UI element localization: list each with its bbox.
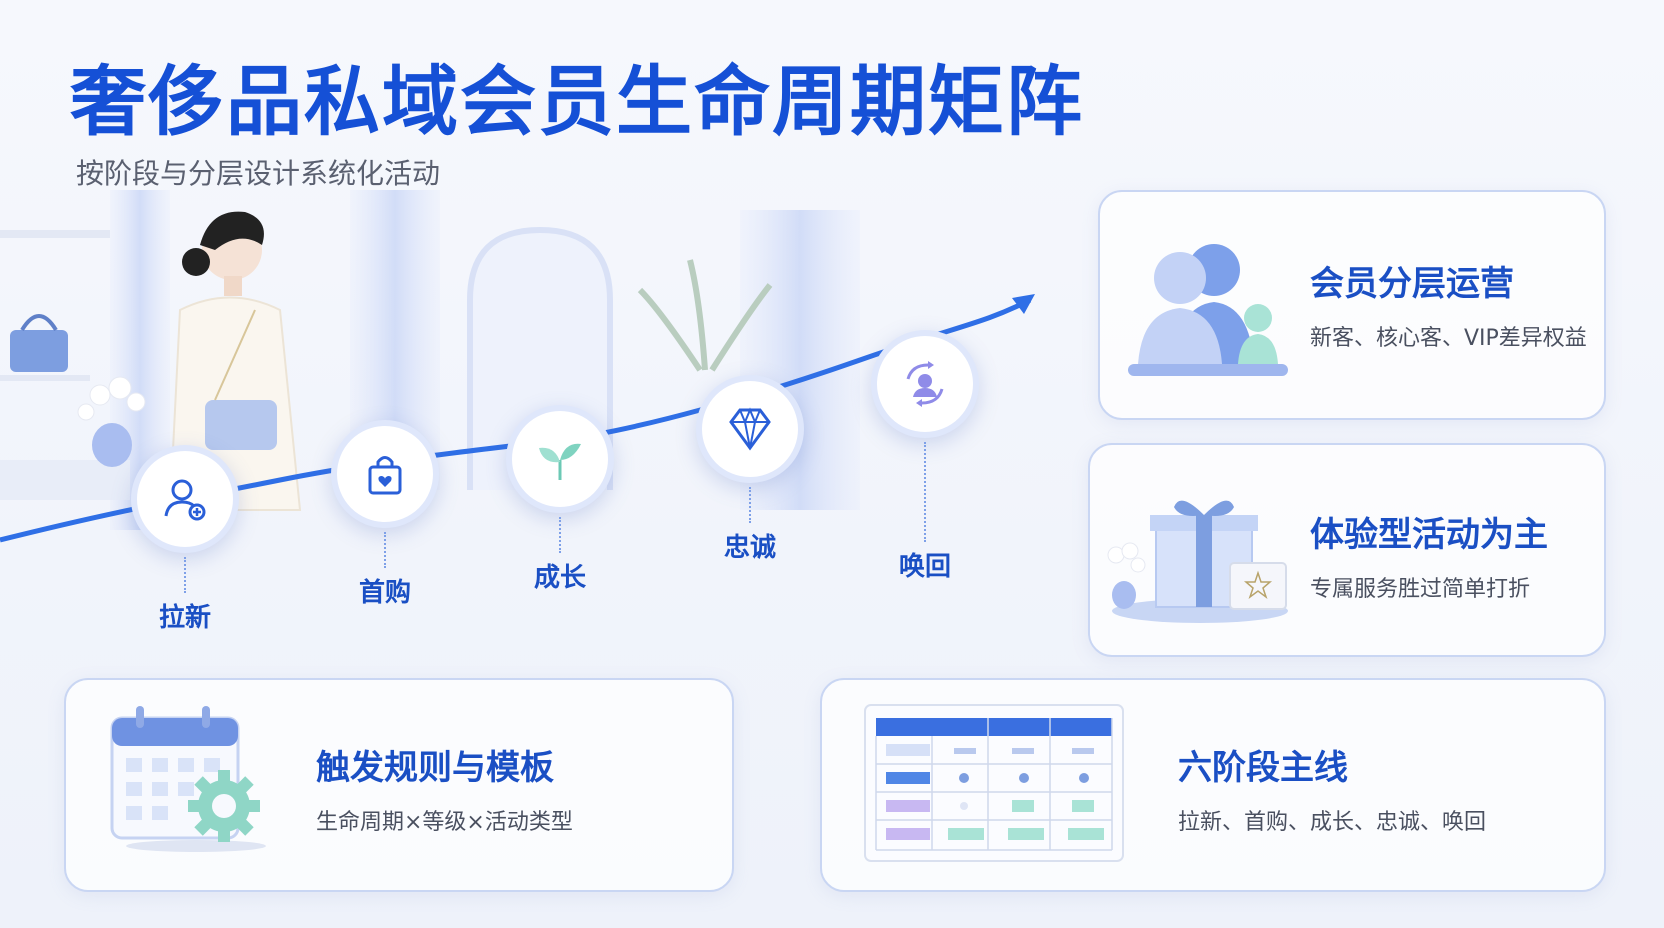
- stage-loyalty[interactable]: 忠诚: [680, 375, 820, 564]
- calendar-gear-icon: [110, 706, 266, 852]
- shopping-bag-heart-icon: [331, 420, 439, 528]
- card-description: 新客、核心客、VIP差异权益: [1310, 326, 1587, 351]
- stage-label: 忠诚: [723, 533, 776, 563]
- stage-label: 首购: [358, 578, 411, 608]
- stage-first-purchase[interactable]: 首购: [315, 420, 455, 609]
- stage-growth[interactable]: 成长: [490, 405, 630, 594]
- lifecycle-scene: 拉新 首购 成长 忠诚 唤回: [0, 190, 1060, 633]
- card-title: 会员分层运营: [1310, 264, 1514, 304]
- card-description: 生命周期×等级×活动类型: [316, 810, 573, 835]
- add-user-icon: [131, 445, 239, 553]
- card-title: 触发规则与模板: [316, 748, 554, 788]
- gift-box-icon: [1107, 500, 1288, 623]
- card-tiered-operations[interactable]: 会员分层运营 新客、核心客、VIP差异权益: [1098, 190, 1606, 420]
- stage-label: 唤回: [898, 552, 951, 582]
- member-silhouettes-icon: [1128, 244, 1288, 376]
- card-description: 专属服务胜过简单打折: [1310, 577, 1531, 602]
- page-title: 奢侈品私域会员生命周期矩阵: [70, 57, 1084, 146]
- card-experience-activities[interactable]: 体验型活动为主 专属服务胜过简单打折: [1088, 443, 1606, 657]
- diamond-icon: [696, 375, 804, 483]
- stage-acquire[interactable]: 拉新: [115, 445, 255, 634]
- card-title: 六阶段主线: [1178, 748, 1348, 788]
- sprout-icon: [506, 405, 614, 513]
- stage-label: 成长: [533, 563, 586, 593]
- stage-winback[interactable]: 唤回: [855, 330, 995, 583]
- card-six-stages[interactable]: 六阶段主线 拉新、首购、成长、忠诚、唤回: [820, 678, 1606, 892]
- recall-user-icon: [871, 330, 979, 438]
- page-subtitle: 按阶段与分层设计系统化活动: [76, 157, 441, 190]
- card-trigger-rules[interactable]: 触发规则与模板 生命周期×等级×活动类型: [64, 678, 734, 892]
- card-description: 拉新、首购、成长、忠诚、唤回: [1178, 810, 1487, 835]
- card-title: 体验型活动为主: [1310, 515, 1548, 555]
- arrow-head-icon: [1012, 294, 1035, 314]
- matrix-table-icon: [864, 704, 1124, 862]
- stage-label: 拉新: [158, 603, 211, 633]
